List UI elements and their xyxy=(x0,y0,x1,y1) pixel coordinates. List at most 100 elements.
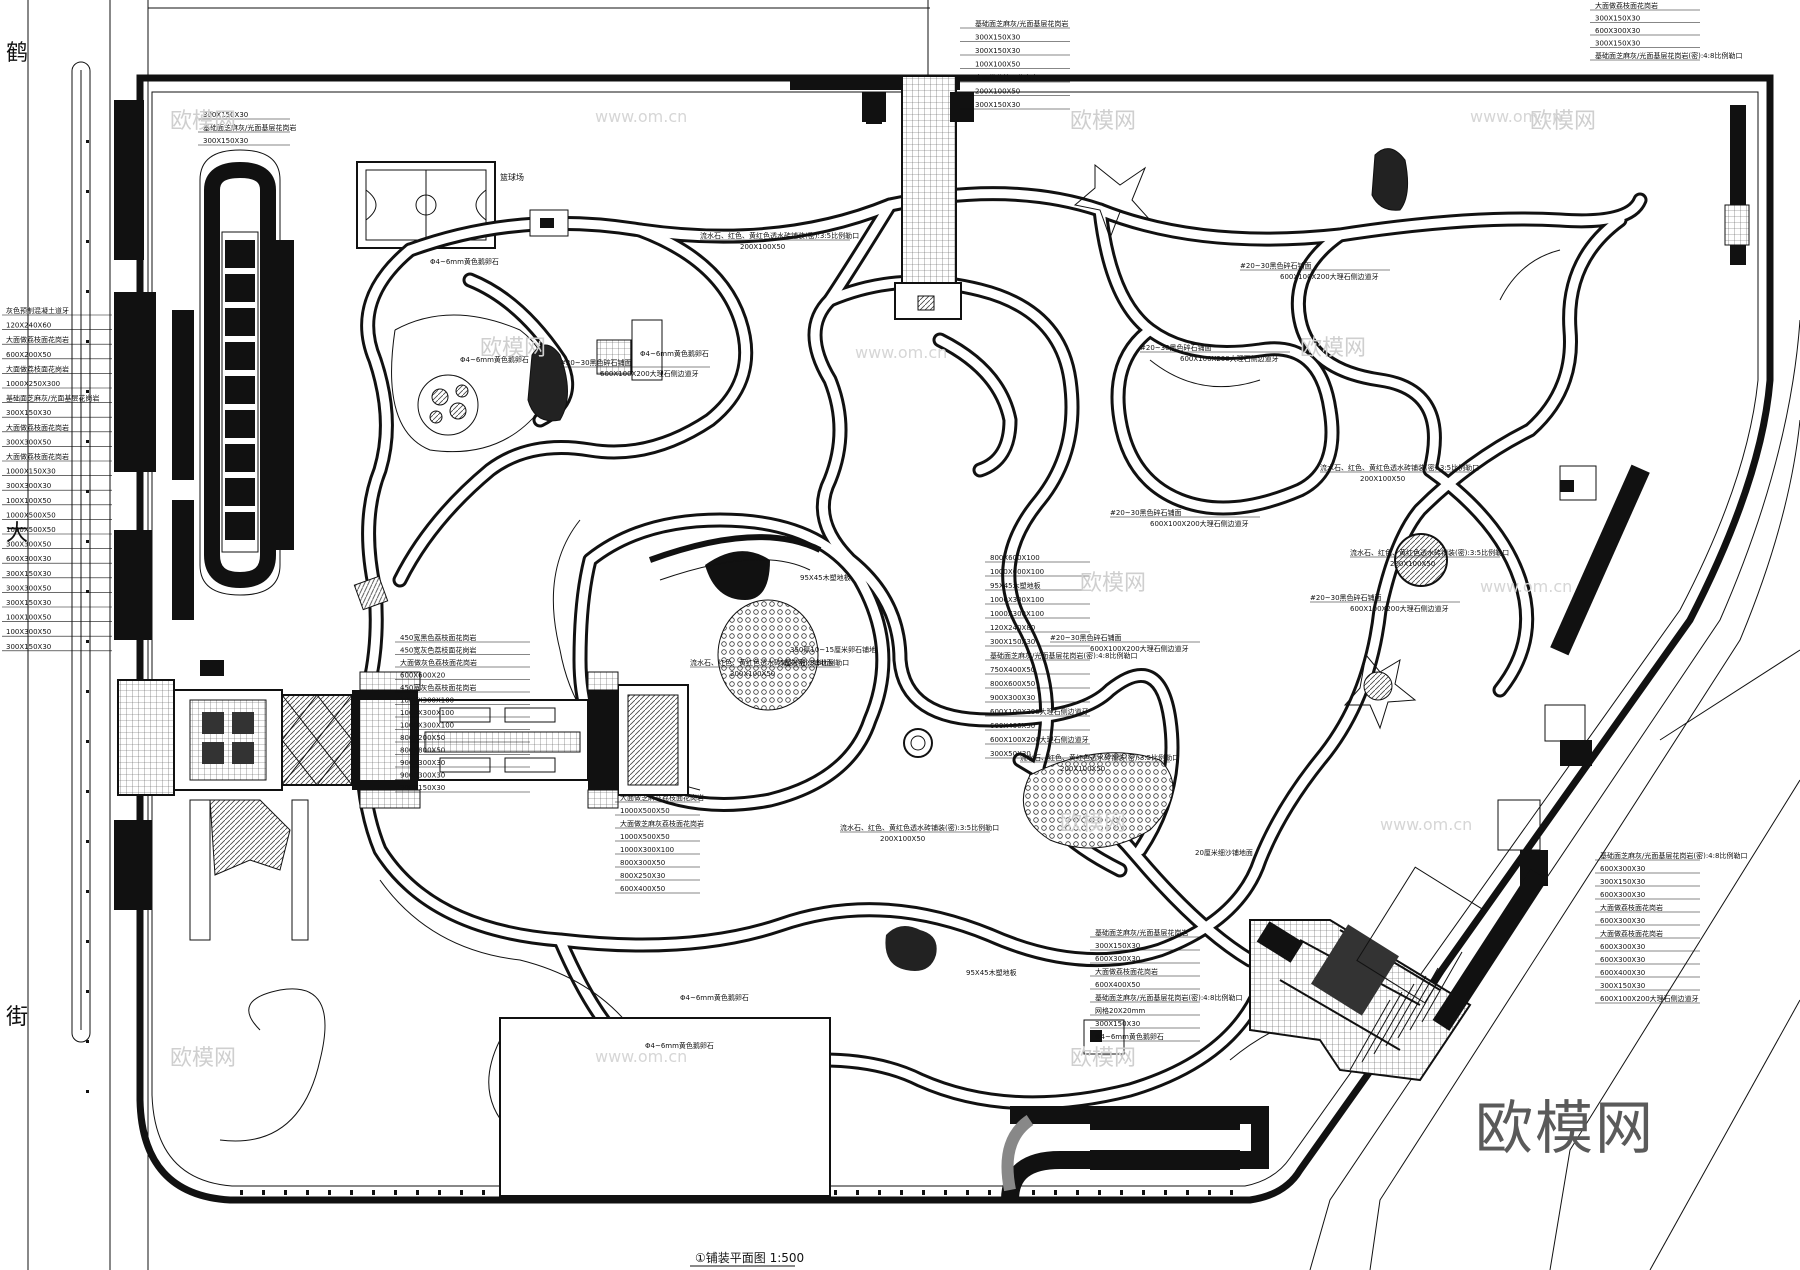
label-left-column-11: 1000X150X30 xyxy=(6,468,56,476)
label-extra-9: 20厘米细沙铺地面 xyxy=(1195,848,1253,857)
path-size-10: 200X100X50 xyxy=(880,835,925,843)
label-extra-0: Φ4~6mm黄色鹅卵石 xyxy=(430,257,499,266)
watermark-0: 欧模网 xyxy=(170,109,236,134)
path-size-11: 600X100X200大理石侧边道牙 xyxy=(1180,354,1279,363)
label-mid-4: 1000X300X100 xyxy=(990,610,1044,618)
label-right-8: 600X300X30 xyxy=(1600,956,1645,964)
label-top-right-1: 300X150X30 xyxy=(1595,15,1640,23)
label-plaza-center-2: 大面做芝麻灰荔枝面花岗岩 xyxy=(620,819,704,828)
label-right-6: 大面做荔枝面花岗岩 xyxy=(1600,929,1663,938)
watermark-url-3: www.om.cn xyxy=(595,1047,687,1066)
label-left-upper-2: 300X150X30 xyxy=(203,137,248,145)
label-extra-8: Φ4~6mm黄色鹅卵石 xyxy=(645,1041,714,1050)
label-right-2: 300X150X30 xyxy=(1600,878,1645,886)
label-plaza-left-3: 600X600X20 xyxy=(400,672,445,680)
watermark-3: 欧模网 xyxy=(170,1046,236,1071)
label-mid-8: 750X400X50 xyxy=(990,666,1035,674)
path-size-5: 600X100X200大理石侧边道牙 xyxy=(600,369,699,378)
path-size-7: 600X100X200大理石侧边道牙 xyxy=(1090,644,1189,653)
label-top-right-3: 300X150X30 xyxy=(1595,40,1640,48)
label-right-0: 基础面芝麻灰/光面基层花岗岩(密):4:8比例勒口 xyxy=(1600,851,1747,860)
label-plaza-center-5: 800X300X50 xyxy=(620,859,665,867)
label-mid-13: 600X100X200大理石侧边道牙 xyxy=(990,735,1089,744)
brand-watermark: 欧模网 xyxy=(1475,1094,1655,1162)
path-note-7: #20~30黑色碎石铺面 xyxy=(1050,633,1122,642)
watermark-url-4: www.om.cn xyxy=(1480,577,1572,596)
watermark-mid-2: 欧模网 xyxy=(1300,336,1366,361)
label-right-4: 大面做荔枝面花岗岩 xyxy=(1600,903,1663,912)
label-plaza-left-8: 800X200X50 xyxy=(400,734,445,742)
label-left-column-9: 300X300X50 xyxy=(6,438,51,446)
label-top-center-4: 大面做荔枝面花岗岩 xyxy=(975,73,1038,82)
label-plaza-center-4: 1000X300X100 xyxy=(620,846,674,854)
label-right-7: 600X300X30 xyxy=(1600,943,1645,951)
watermark-url-1: www.om.cn xyxy=(1470,107,1562,126)
label-plaza-left-11: 900X300X30 xyxy=(400,772,445,780)
label-left-column-13: 100X100X50 xyxy=(6,497,51,505)
label-right-10: 300X150X30 xyxy=(1600,982,1645,990)
reserved-plot xyxy=(499,1017,831,1197)
street-char-1: 鹤 xyxy=(6,41,28,66)
label-mid-11: 600X100X200大理石侧边道牙 xyxy=(990,707,1089,716)
path-size-4: 200X100X50 xyxy=(1390,560,1435,568)
path-note-4: 流水石、红色、黄红色透水砖铺装(密):3:5比例勒口 xyxy=(1350,548,1509,557)
label-right-5: 600X300X30 xyxy=(1600,917,1645,925)
label-left-column-23: 300X150X30 xyxy=(6,643,51,651)
label-bottom-7: 300X150X30 xyxy=(1095,1020,1140,1028)
label-left-column-1: 120X240X60 xyxy=(6,322,51,330)
north-entrance xyxy=(790,75,974,320)
watermark-1: 欧模网 xyxy=(1070,109,1136,134)
label-plaza-left-0: 450宽黑色荔枝面花岗岩 xyxy=(400,633,476,642)
label-right-3: 600X300X30 xyxy=(1600,891,1645,899)
watermark-url-0: www.om.cn xyxy=(595,107,687,126)
label-bottom-1: 300X150X30 xyxy=(1095,942,1140,950)
label-top-right-2: 600X300X30 xyxy=(1595,27,1640,35)
label-mid-1: 1000X600X100 xyxy=(990,568,1044,576)
label-plaza-left-9: 800X800X50 xyxy=(400,747,445,755)
site-boundary xyxy=(27,0,1800,1270)
path-note-11: #20~30黑色碎石铺面 xyxy=(1140,343,1212,352)
label-left-column-22: 100X300X50 xyxy=(6,628,51,636)
watermark-mid-0: 欧模网 xyxy=(480,336,546,361)
label-mid-6: 300X150X30 xyxy=(990,638,1035,646)
label-extra-2: Φ4~6mm黄色鹅卵石 xyxy=(640,349,709,358)
label-left-column-7: 300X150X30 xyxy=(6,409,51,417)
label-plaza-left-6: 1000X300X100 xyxy=(400,709,454,717)
label-plaza-center-3: 1000X500X50 xyxy=(620,833,670,841)
street-char-3: 街 xyxy=(6,1005,28,1030)
label-extra-4: 350厚10~15厘米卵石铺地 xyxy=(790,645,876,654)
label-top-center-6: 300X150X30 xyxy=(975,101,1020,109)
label-bottom-5: 基础面芝麻灰/光面基层花岗岩(密):4:8比例勒口 xyxy=(1095,993,1242,1002)
label-left-column-2: 大面做荔枝面花岗岩 xyxy=(6,335,69,344)
label-left-column-3: 600X200X50 xyxy=(6,351,51,359)
label-left-column-5: 1000X250X300 xyxy=(6,380,60,388)
label-bottom-2: 600X300X30 xyxy=(1095,955,1140,963)
watermark-2: 欧模网 xyxy=(1530,109,1596,134)
path-note-0: 流水石、红色、黄红色透水砖铺装(密):3:5比例勒口 xyxy=(700,231,859,240)
path-note-2: 流水石、红色、黄红色透水砖铺装(密):3:5比例勒口 xyxy=(1320,463,1479,472)
label-plaza-center-7: 600X400X50 xyxy=(620,885,665,893)
path-size-1: 600X100X200大理石侧边道牙 xyxy=(1280,272,1379,281)
label-left-column-12: 300X300X30 xyxy=(6,482,51,490)
path-note-9: #20~30黑色碎石铺面 xyxy=(1310,593,1382,602)
label-top-center-2: 300X150X30 xyxy=(975,47,1020,55)
label-top-center-3: 100X100X50 xyxy=(975,61,1020,69)
label-bottom-4: 600X400X50 xyxy=(1095,981,1140,989)
path-size-0: 200X100X50 xyxy=(740,243,785,251)
label-left-column-21: 100X100X50 xyxy=(6,614,51,622)
label-mid-9: 800X600X50 xyxy=(990,680,1035,688)
path-size-2: 200X100X50 xyxy=(1360,475,1405,483)
label-plaza-left-2: 大面做灰色荔枝面花岗岩 xyxy=(400,658,477,667)
label-right-11: 600X100X200大理石侧边道牙 xyxy=(1600,994,1699,1003)
label-mid-3: 1000X300X100 xyxy=(990,596,1044,604)
court-label: 篮球场 xyxy=(500,172,524,182)
label-right-9: 600X400X30 xyxy=(1600,969,1645,977)
label-plaza-center-0: 大面做芝麻灰荔枝面花岗岩 xyxy=(620,793,704,802)
label-plaza-center-6: 800X250X30 xyxy=(620,872,665,880)
label-top-center-0: 基础面芝麻灰/光面基层花岗岩 xyxy=(975,19,1068,28)
path-note-1: #20~30黑色碎石铺面 xyxy=(1240,261,1312,270)
label-bottom-8: Φ4~6mm黄色鹅卵石 xyxy=(1095,1032,1164,1041)
label-left-column-14: 1000X500X50 xyxy=(6,511,56,519)
label-left-column-8: 大面做荔枝面花岗岩 xyxy=(6,423,69,432)
label-left-column-18: 300X150X30 xyxy=(6,570,51,578)
